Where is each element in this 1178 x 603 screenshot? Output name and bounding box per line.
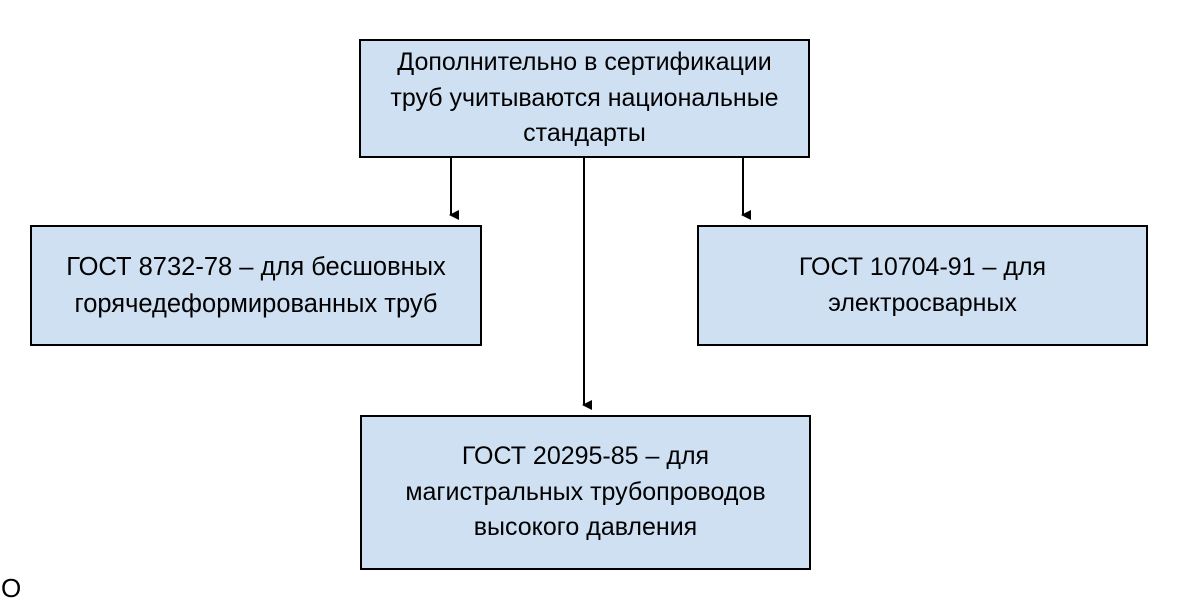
standards-diagram: Дополнительно в сертификации труб учитыв… <box>1 39 1148 601</box>
node-gost-8732-78-label: ГОСТ 8732-78 – для бесшовных горячедефор… <box>66 253 446 318</box>
node-gost-20295-85-label: ГОСТ 20295-85 – для магистральных трубоп… <box>405 442 766 542</box>
diagram-connectors <box>449 158 751 410</box>
node-gost-20295-85: ГОСТ 20295-85 – для магистральных трубоп… <box>360 415 811 570</box>
node-gost-8732-78: ГОСТ 8732-78 – для бесшовных горячедефор… <box>30 225 482 346</box>
node-national-standards-label: Дополнительно в сертификации труб учитыв… <box>390 48 779 148</box>
node-national-standards: Дополнительно в сертификации труб учитыв… <box>359 39 810 158</box>
node-gost-10704-91: ГОСТ 10704-91 – для электросварных <box>697 225 1148 346</box>
cropped-text-fragment: О <box>1 573 22 603</box>
node-gost-10704-91-label: ГОСТ 10704-91 – для электросварных <box>798 253 1047 317</box>
